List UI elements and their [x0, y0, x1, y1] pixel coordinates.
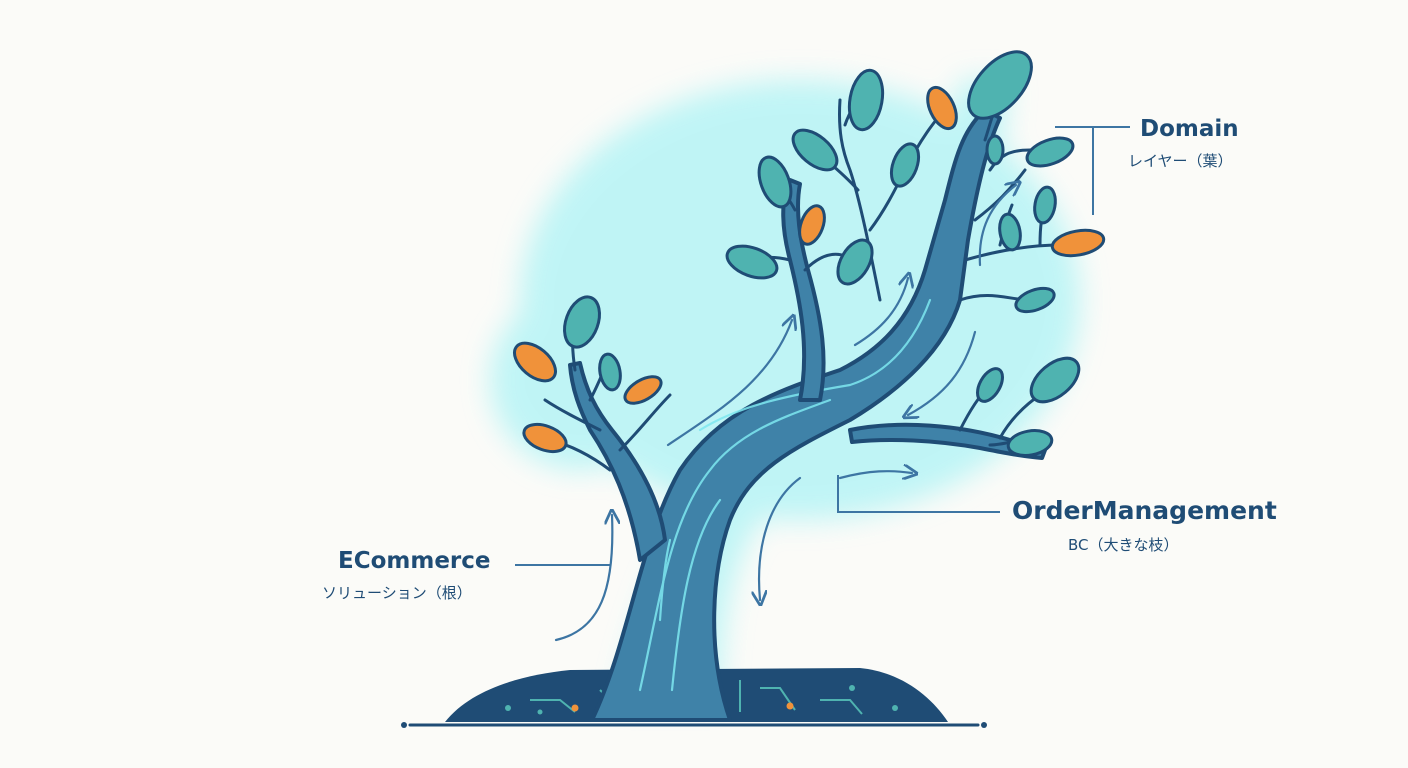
arrow-leaf-up: [978, 185, 1016, 267]
teal-leaves: [563, 50, 1081, 457]
leaf-orange: [798, 204, 826, 246]
leaf-orange: [1050, 228, 1106, 258]
order-management-label-title: OrderManagement: [1012, 496, 1277, 525]
right-lower-branch: [848, 422, 1047, 460]
domain-label-title: Domain: [1140, 116, 1239, 142]
leaf-teal: [757, 155, 793, 209]
leaf-teal: [563, 295, 601, 349]
leaf-teal: [791, 128, 839, 172]
flow-arrows: [554, 185, 1016, 642]
leaf-teal: [1025, 136, 1075, 168]
ecommerce-label-subtitle: ソリューション（根）: [322, 584, 472, 602]
leaf-teal: [598, 352, 622, 392]
leaf-teal: [976, 367, 1004, 403]
leaf-teal: [998, 212, 1022, 252]
leaf-orange: [926, 85, 958, 131]
ecommerce-label-title: ECommerce: [338, 548, 491, 574]
orange-leaves: [513, 85, 1106, 454]
leaf-teal: [847, 68, 885, 132]
leaf-teal: [889, 142, 921, 188]
leaf-orange: [513, 341, 557, 383]
leaf-teal: [985, 134, 1005, 166]
left-branch: [568, 361, 667, 562]
leaf-teal: [836, 238, 874, 286]
ground-line: [401, 722, 987, 728]
leaf-teal: [1014, 286, 1056, 314]
leaf-teal: [967, 50, 1033, 120]
middle-branch: [781, 178, 826, 402]
arrow-trunk-up: [666, 320, 792, 447]
domain-label-subtitle: レイヤー（葉）: [1128, 152, 1233, 170]
arrow-bc-down: [759, 476, 802, 600]
order-callout: [837, 475, 1000, 513]
leaf-teal: [725, 244, 779, 280]
callout-lines: [515, 126, 1130, 566]
arrow-branch-up: [853, 278, 908, 347]
leaf-teal: [1029, 356, 1081, 404]
arrow-branch-down: [908, 330, 977, 415]
leaf-teal: [1006, 429, 1054, 457]
trunk-texture: [638, 298, 932, 692]
leaf-orange: [623, 375, 663, 405]
arrow-root-up: [554, 515, 612, 642]
leaf-orange: [522, 422, 568, 454]
arrow-bc-right: [838, 471, 912, 478]
domain-callout: [1055, 126, 1130, 215]
order-management-label-subtitle: BC（大きな枝）: [1068, 536, 1179, 554]
leaf-teal: [1033, 185, 1057, 225]
